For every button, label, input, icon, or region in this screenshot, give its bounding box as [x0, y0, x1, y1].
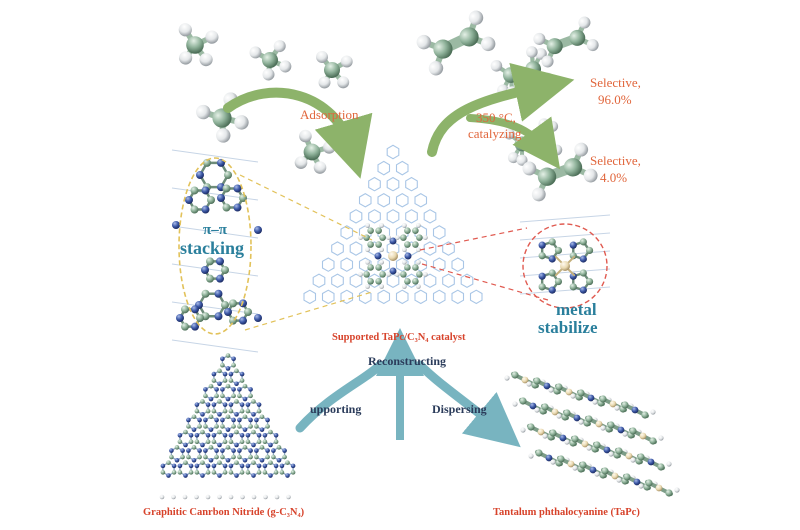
- selective-bottom-label: Selective,: [590, 153, 641, 168]
- catalyzing-arrow: [427, 62, 575, 157]
- reconstructing-label: Reconstructing: [368, 354, 446, 368]
- temperature-label: 350 °C,: [476, 110, 516, 125]
- methane-molecule-icon: [178, 23, 219, 67]
- stacking-highlight-ellipse: [178, 157, 252, 335]
- selective-top-value: 96.0%: [598, 92, 632, 107]
- selective-bottom-value: 4.0%: [600, 170, 628, 185]
- gcn-structure: [159, 353, 296, 500]
- metal-stabilize-panel: [519, 214, 611, 295]
- catalyzing-label: catalyzing: [468, 126, 522, 141]
- minor-product-arrow: [466, 114, 561, 170]
- tapc-crystal-structure: [504, 371, 680, 497]
- methane-molecule-icon: [316, 50, 353, 89]
- dispersing-arrow: [415, 360, 521, 448]
- selective-top-label: Selective,: [590, 75, 641, 90]
- ethylene-molecule-icon: [416, 10, 496, 76]
- catalyst-support-lattice: [303, 144, 483, 305]
- supporting-label: upporting: [310, 402, 362, 416]
- methane-molecule-icon: [294, 129, 336, 174]
- ethylene-molecule-icon: [533, 16, 599, 68]
- methane-molecule-icon: [249, 40, 292, 81]
- connector-lines: [239, 174, 549, 331]
- metal-highlight-circle: [522, 223, 608, 309]
- dispersing-label: Dispersing: [432, 402, 487, 416]
- catalyst-caption: Supported TaPc/C₃N₄ catalyst: [332, 332, 466, 343]
- pi-stacking-panel: [171, 149, 262, 353]
- adsorption-arrow: [223, 87, 373, 179]
- stabilize-label: stabilize: [538, 318, 598, 337]
- gcn-caption: Graphitic Canrbon Nitride (g-C₃N₄): [143, 507, 305, 518]
- tapc-complex-on-support: [358, 223, 428, 289]
- adsorption-label: Adsorption: [300, 107, 359, 122]
- tapc-caption: Tantalum phthalocyanine (TaPc): [493, 507, 640, 518]
- metal-label: metal: [556, 300, 597, 319]
- supporting-arrow: [295, 360, 385, 433]
- stacking-label: stacking: [180, 238, 245, 258]
- pi-pi-label: π–π: [203, 222, 227, 238]
